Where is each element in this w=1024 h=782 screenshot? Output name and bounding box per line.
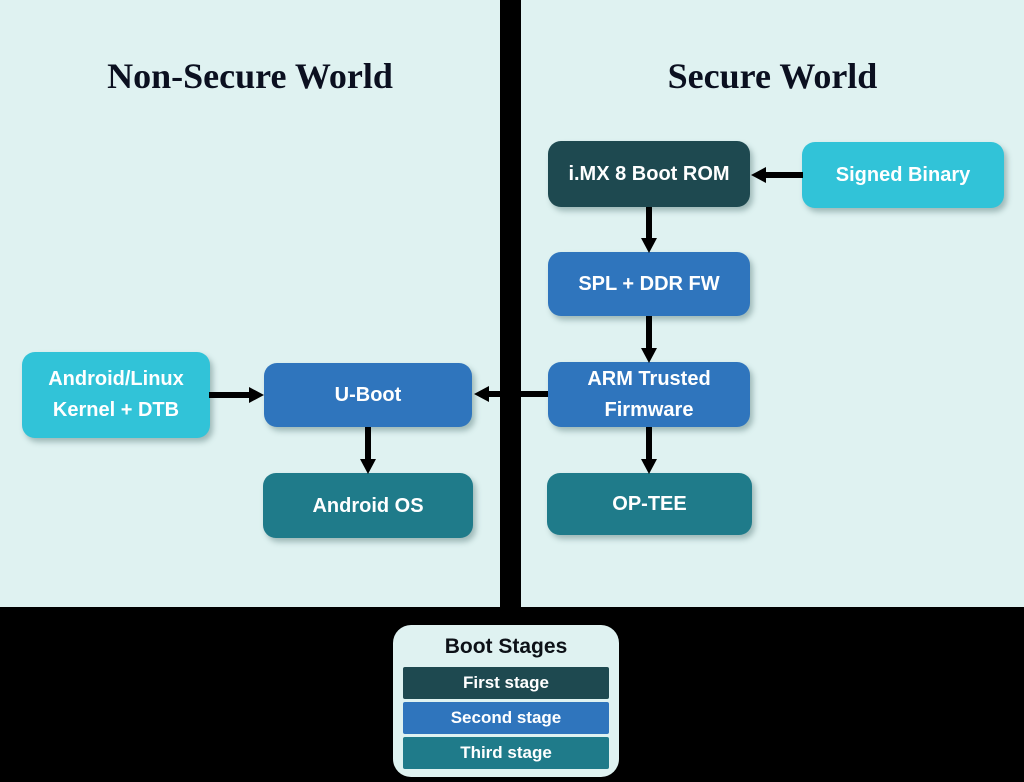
arrow-head-down-icon bbox=[360, 459, 376, 474]
legend-item-third-stage: Third stage bbox=[403, 737, 609, 769]
arrow-head-down-icon bbox=[641, 238, 657, 253]
arrow-head-left-icon bbox=[751, 167, 766, 183]
legend-item-second-stage: Second stage bbox=[403, 702, 609, 734]
arrow-stem bbox=[646, 316, 652, 348]
node-imx8-boot-rom: i.MX 8 Boot ROM bbox=[548, 141, 750, 207]
arrow-head-left-icon bbox=[474, 386, 489, 402]
node-android-linux-line2: Kernel + DTB bbox=[52, 399, 180, 421]
legend-item-first-stage: First stage bbox=[403, 667, 609, 699]
legend-boot-stages: Boot Stages First stage Second stage Thi… bbox=[393, 625, 619, 777]
node-android-linux-kernel-dtb: Android/Linux Kernel + DTB bbox=[22, 352, 210, 438]
node-u-boot-label: U-Boot bbox=[334, 384, 402, 406]
node-op-tee-label: OP-TEE bbox=[612, 493, 687, 515]
legend-item-third-stage-label: Third stage bbox=[460, 743, 552, 762]
arrow-stem bbox=[488, 391, 548, 397]
arrow-stem bbox=[646, 427, 652, 459]
non-secure-world-panel: Non-Secure World bbox=[0, 0, 500, 607]
legend-title: Boot Stages bbox=[444, 635, 568, 658]
arrow-stem bbox=[365, 427, 371, 459]
arrow-head-right-icon bbox=[249, 387, 264, 403]
node-android-os-label: Android OS bbox=[312, 494, 424, 517]
node-op-tee: OP-TEE bbox=[547, 473, 752, 535]
node-signed-binary-label: Signed Binary bbox=[835, 164, 971, 186]
node-signed-binary: Signed Binary bbox=[802, 142, 1004, 208]
arrow-stem bbox=[209, 392, 250, 398]
non-secure-world-title: Non-Secure World bbox=[107, 56, 393, 96]
secure-world-title: Secure World bbox=[667, 56, 878, 96]
arrow-stem bbox=[765, 172, 803, 178]
node-u-boot: U-Boot bbox=[264, 363, 472, 427]
legend-item-first-stage-label: First stage bbox=[463, 673, 549, 692]
node-imx8-boot-rom-label: i.MX 8 Boot ROM bbox=[568, 163, 730, 185]
node-arm-trusted-firmware-line2: Firmware bbox=[604, 398, 694, 421]
arrow-head-down-icon bbox=[641, 459, 657, 474]
arrow-stem bbox=[646, 207, 652, 238]
node-android-os: Android OS bbox=[263, 473, 473, 538]
legend-item-second-stage-label: Second stage bbox=[450, 708, 562, 727]
node-arm-trusted-firmware: ARM Trusted Firmware bbox=[548, 362, 750, 427]
node-android-linux-line1: Android/Linux bbox=[48, 368, 184, 390]
node-spl-ddr-fw: SPL + DDR FW bbox=[548, 252, 750, 316]
arrow-head-down-icon bbox=[641, 348, 657, 363]
node-arm-trusted-firmware-line1: ARM Trusted bbox=[587, 367, 711, 390]
node-spl-ddr-fw-label: SPL + DDR FW bbox=[578, 273, 720, 295]
